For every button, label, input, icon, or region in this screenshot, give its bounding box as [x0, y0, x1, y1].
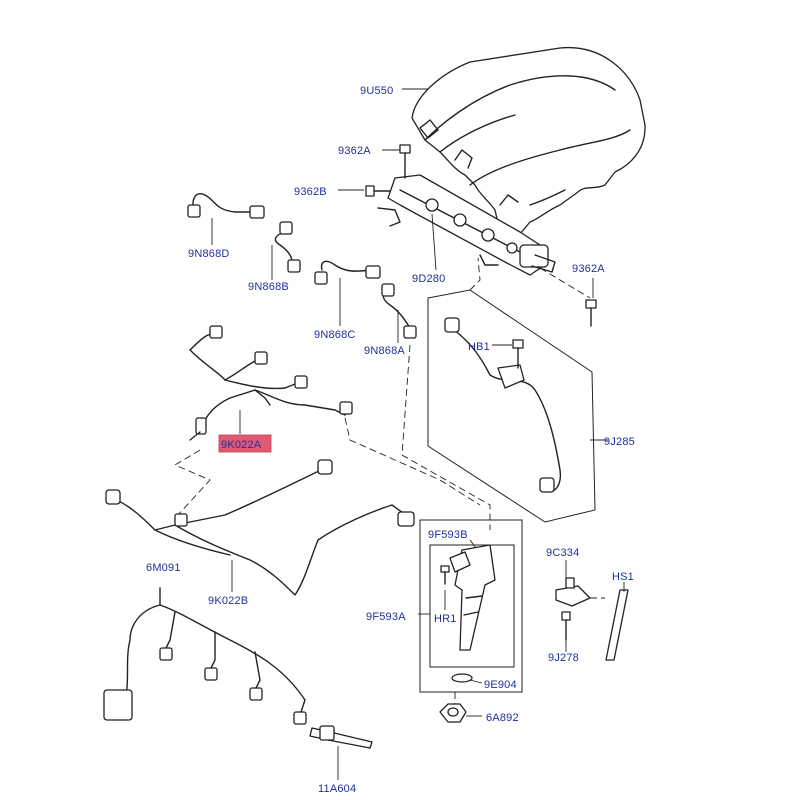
highlight-9k022a [218, 434, 272, 453]
washer-9e904[interactable] [451, 673, 473, 683]
label-9e904: 9E904 [484, 679, 517, 691]
label-6m091: 6M091 [146, 562, 181, 574]
bolt-9362a-right[interactable] [585, 299, 597, 327]
injector-pipe-9n868b[interactable] [274, 221, 301, 273]
label-9k022b: 9K022B [208, 595, 248, 607]
label-9c334: 9C334 [546, 547, 579, 559]
box-9f593a [419, 519, 523, 693]
label-9j278: 9J278 [548, 652, 579, 664]
injector-pipe-9n868d[interactable] [187, 193, 265, 219]
label-9f593b: 9F593B [428, 529, 468, 541]
fuel-pipe-9j285[interactable] [444, 317, 562, 493]
harness-9k022b[interactable] [105, 459, 415, 596]
label-9d280: 9D280 [412, 273, 445, 285]
nut-6a892[interactable] [439, 703, 467, 723]
label-hr1: HR1 [434, 613, 457, 625]
bolt-9362b[interactable] [365, 185, 391, 197]
label-9362a-top: 9362A [338, 145, 371, 157]
label-6a892: 6A892 [486, 712, 519, 724]
harness-9k022a[interactable] [189, 325, 353, 441]
label-9u550: 9U550 [360, 85, 393, 97]
label-9362b: 9362B [294, 186, 327, 198]
injector-pipe-9n868c[interactable] [314, 260, 381, 285]
label-9n868b: 9N868B [248, 281, 289, 293]
bolt-9j278[interactable] [561, 611, 571, 641]
label-11a604: 11A604 [318, 783, 356, 795]
label-hb1: HB1 [468, 341, 490, 353]
label-9362a-right: 9362A [572, 263, 605, 275]
label-9n868c: 9N868C [314, 329, 356, 341]
harness-6m091[interactable] [103, 587, 307, 725]
glow-plug-11a604[interactable] [309, 725, 373, 749]
stud-hs1[interactable] [605, 589, 629, 661]
label-9k022a[interactable]: 9K022A [221, 439, 262, 451]
engine-cover[interactable] [411, 46, 646, 241]
label-9n868a: 9N868A [364, 345, 405, 357]
label-9j285: 9J285 [604, 436, 635, 448]
label-hs1: HS1 [612, 571, 634, 583]
injector-9f593b[interactable] [449, 544, 496, 651]
bolt-9362a-top[interactable] [399, 144, 411, 179]
injector-pipe-9n868a[interactable] [381, 283, 417, 339]
clamp-9c334[interactable] [555, 577, 591, 607]
box-9f593b [429, 544, 515, 668]
label-9f593a: 9F593A [366, 611, 406, 623]
label-9n868d: 9N868D [188, 248, 230, 260]
bolt-hr1[interactable] [440, 565, 450, 585]
bolt-hb1[interactable] [512, 339, 524, 369]
fuel-rail[interactable] [377, 174, 556, 276]
